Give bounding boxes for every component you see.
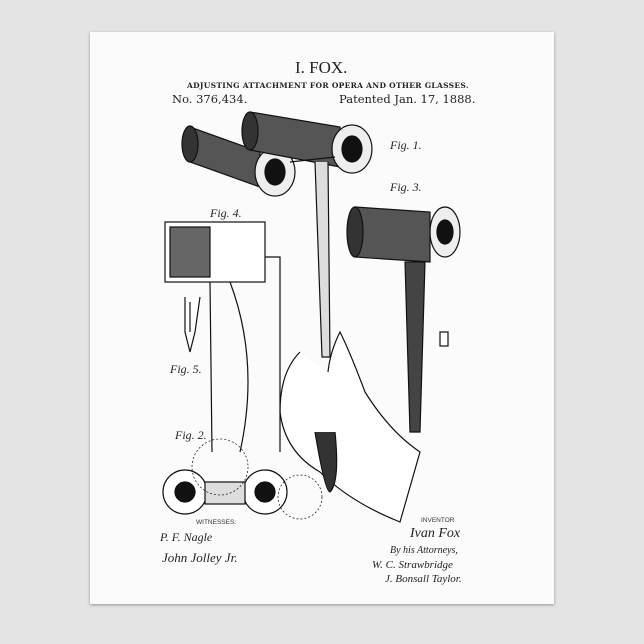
fig4-illustration: [164, 221, 281, 453]
inventor-signature: Ivan Fox: [410, 526, 461, 541]
patent-title: ADJUSTING ATTACHMENT FOR OPERA AND OTHER…: [187, 81, 469, 90]
witness-signature-2: John Jolley Jr.: [162, 550, 238, 565]
inventor-label: INVENTOR: [421, 517, 455, 524]
fig-4-label: Fig. 4.: [210, 206, 242, 220]
hand-illustration: [279, 330, 421, 523]
patent-drawing: [162, 111, 461, 523]
fig5-illustration: [184, 296, 201, 353]
attorney-signature-2: J. Bonsall Taylor.: [385, 573, 462, 585]
opera-glasses-illustration: [181, 111, 373, 358]
fig2-illustration: [162, 438, 323, 520]
attorney-signature-1: W. C. Strawbridge: [372, 559, 453, 571]
patent-date: Patented Jan. 17, 1888.: [339, 92, 476, 106]
fig-1-label: Fig. 1.: [390, 138, 422, 152]
patent-poster: I. FOX. ADJUSTING ATTACHMENT FOR OPERA A…: [90, 32, 554, 604]
fig-2-label: Fig. 2.: [175, 428, 207, 442]
attorneys-line: By his Attorneys,: [390, 545, 458, 556]
fig-5-label: Fig. 5.: [170, 362, 202, 376]
inventor-name: I. FOX.: [295, 58, 348, 77]
witness-signature-1: P. F. Nagle: [160, 530, 213, 544]
witnesses-label: WITNESSES:: [196, 519, 237, 526]
patent-number: No. 376,434.: [172, 92, 248, 106]
fig3-illustration: [346, 206, 461, 433]
fig-3-label: Fig. 3.: [390, 180, 422, 194]
